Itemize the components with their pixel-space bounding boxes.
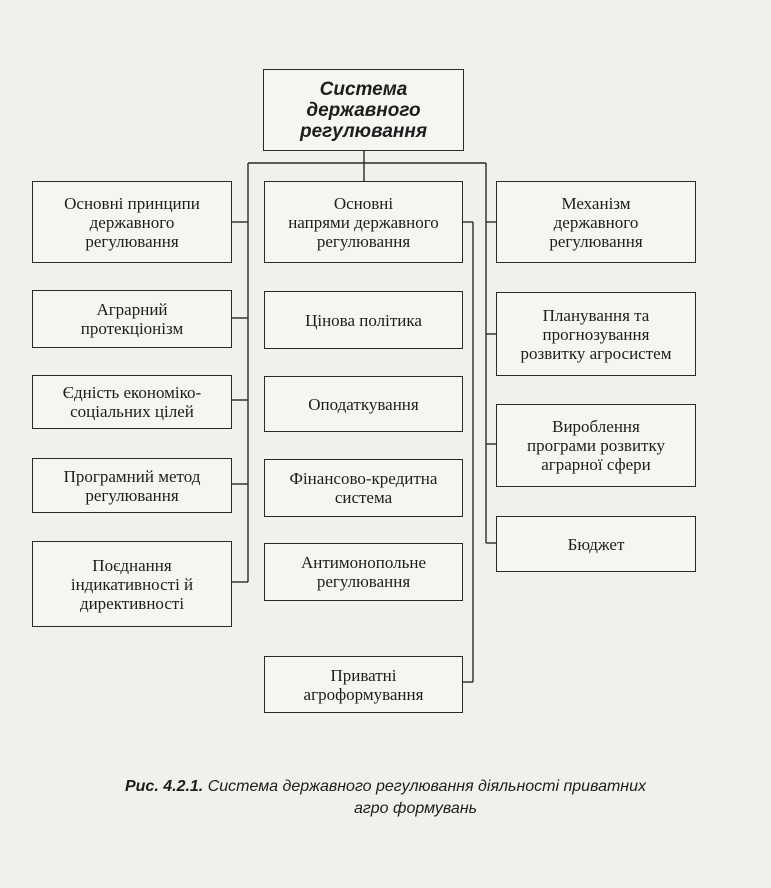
right-node-planning: Планування та прогнозування розвитку агр… — [496, 292, 696, 376]
right-node-mechanism: Механізм державного регулювання — [496, 181, 696, 263]
center-node-private-agro: Приватні агроформування — [264, 656, 463, 713]
figure-title-part1: Система державного регулювання діяльност… — [207, 778, 646, 795]
left-node-protectionism: Аграрний протекціонізм — [32, 290, 232, 348]
left-node-principles: Основні принципи державного регулювання — [32, 181, 232, 263]
center-node-directions: Основні напрями державного регулювання — [264, 181, 463, 263]
center-node-antimonopoly: Антимонопольне регулювання — [264, 543, 463, 601]
figure-title-part2: агро формувань — [353, 800, 478, 817]
center-node-taxation: Оподаткування — [264, 376, 463, 432]
root-node: Система державного регулювання — [263, 69, 464, 151]
center-node-price-policy: Цінова політика — [264, 291, 463, 349]
left-node-combination: Поєднання індикативності й директивності — [32, 541, 232, 627]
figure-caption-line1: Рис. 4.2.1. Система державного регулюван… — [0, 776, 771, 797]
right-node-budget: Бюджет — [496, 516, 696, 572]
figure-number: Рис. 4.2.1. — [124, 778, 204, 795]
left-node-unity: Єдність економіко- соціальних цілей — [32, 375, 232, 429]
left-node-program-method: Програмний метод регулювання — [32, 458, 232, 513]
figure-caption-line2: агро формувань — [0, 798, 771, 819]
center-node-finance-credit: Фінансово-кредитна система — [264, 459, 463, 517]
right-node-program-development: Вироблення програми розвитку аграрної сф… — [496, 404, 696, 487]
